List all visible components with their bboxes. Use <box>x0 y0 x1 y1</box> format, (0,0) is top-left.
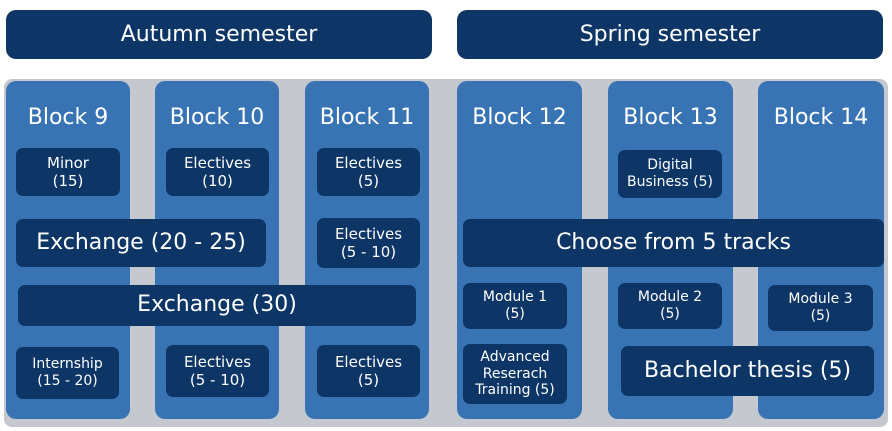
block-14-label: Block 14 <box>773 105 869 130</box>
module-1-course: Module 1 (5) <box>463 283 567 329</box>
autumn-semester-header: Autumn semester <box>6 10 432 59</box>
electives-block11-mid: Electives (5 - 10) <box>317 218 420 268</box>
block-13-label: Block 13 <box>623 105 718 130</box>
bachelor-thesis-course: Bachelor thesis (5) <box>621 346 874 396</box>
minor-course: Minor (15) <box>16 148 120 196</box>
digital-business-course: Digital Business (5) <box>618 150 722 198</box>
electives-block10-top: Electives (10) <box>166 148 269 196</box>
module-3-course: Module 3 (5) <box>768 285 873 331</box>
spring-semester-header: Spring semester <box>457 10 883 59</box>
internship-course: Internship (15 - 20) <box>16 347 119 399</box>
block-12-label: Block 12 <box>472 105 567 130</box>
exchange-30-course: Exchange (30) <box>18 285 416 326</box>
exchange-20-25-course: Exchange (20 - 25) <box>16 219 266 267</box>
electives-block11-bottom: Electives (5) <box>317 345 420 397</box>
advanced-research-course: Advanced Reserach Training (5) <box>463 344 567 404</box>
block-11-label: Block 11 <box>319 105 415 130</box>
choose-tracks-course: Choose from 5 tracks <box>463 219 884 267</box>
electives-block10-bottom: Electives (5 - 10) <box>166 345 269 397</box>
electives-block11-top: Electives (5) <box>317 148 420 196</box>
block-9-label: Block 9 <box>27 105 109 130</box>
block-10-label: Block 10 <box>169 105 265 130</box>
module-2-course: Module 2 (5) <box>618 283 722 329</box>
